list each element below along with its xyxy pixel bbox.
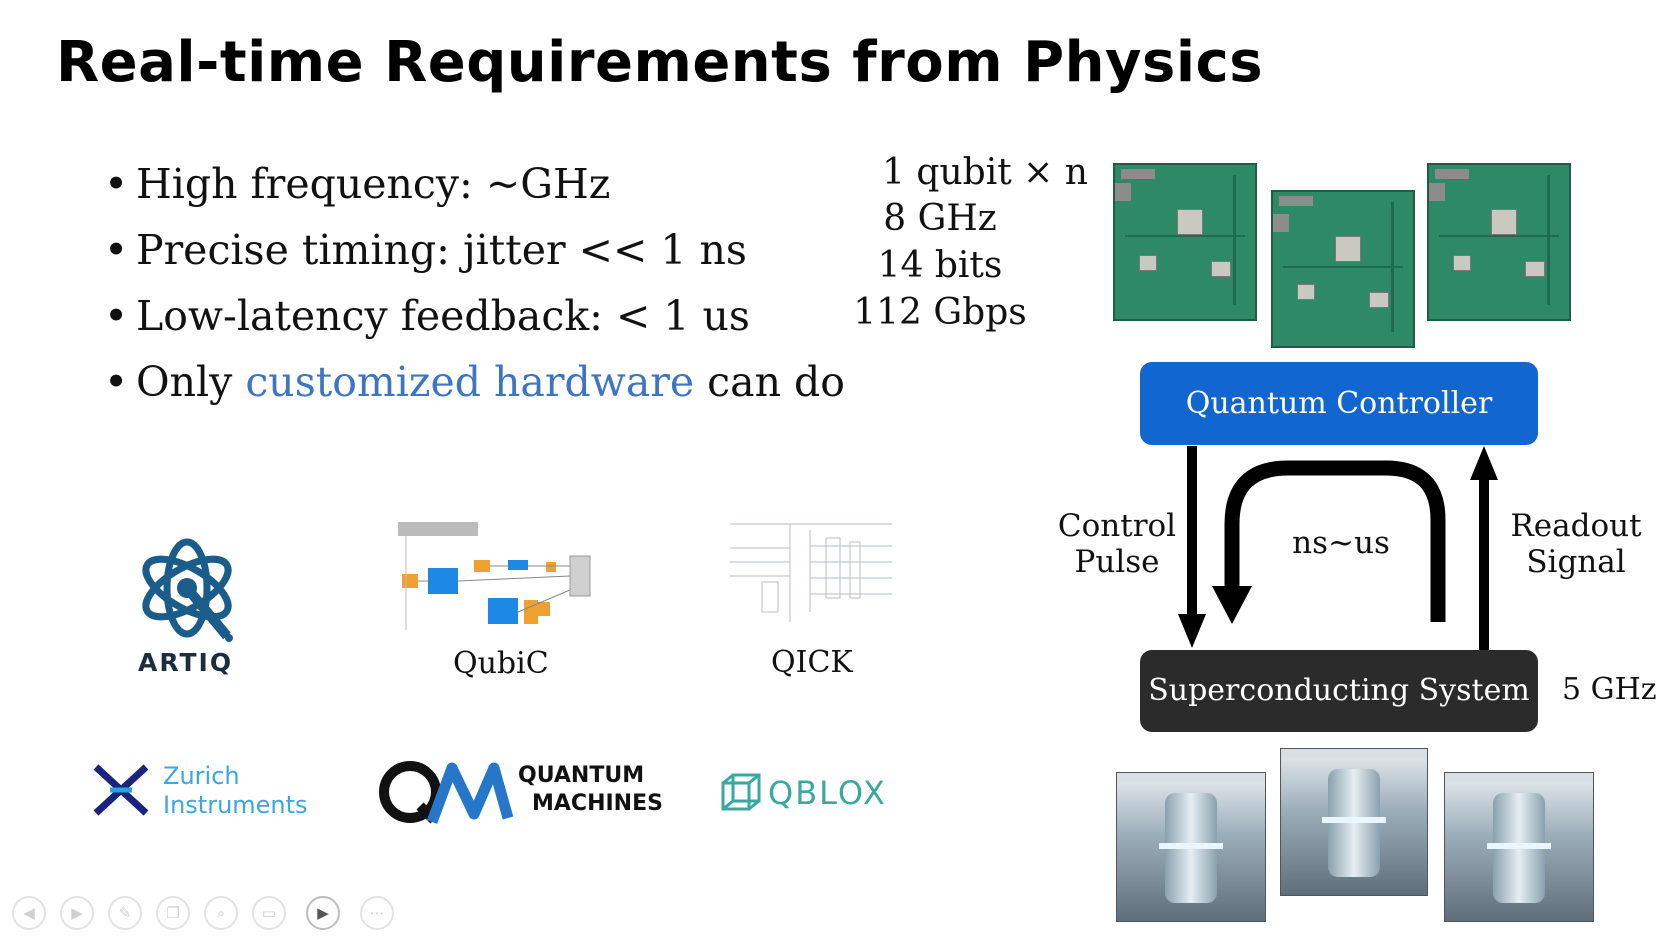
quantum-machines-label: QUANTUM MACHINES (518, 762, 663, 818)
artiq-logo (142, 538, 233, 642)
spec-qubits: 1 qubit × n (882, 152, 1088, 193)
bullet-text: Low-latency feedback: < 1 us (136, 292, 750, 340)
bullet-dot: • (104, 358, 129, 406)
system-frequency-label: 5 GHz (1562, 672, 1657, 707)
feedback-loop-arrow (1224, 460, 1446, 622)
more-icon[interactable]: ⋯ (360, 896, 394, 930)
bullet-item: •Only customized hardware can do (104, 358, 845, 406)
spec-bandwidth: 112 Gbps (853, 292, 1027, 333)
readout-signal-arrowhead (1470, 446, 1498, 480)
fpga-board-image (1427, 163, 1571, 321)
qblox-logo (721, 773, 761, 811)
zurich-line2: Instruments (163, 791, 308, 819)
zurich-instruments-label: Zurich Instruments (163, 762, 308, 820)
quantum-controller-box: Quantum Controller (1140, 362, 1538, 445)
pen-icon[interactable]: ✎ (108, 896, 142, 930)
artiq-label: ARTIQ (138, 648, 234, 677)
bullet-dot: • (104, 292, 129, 340)
qick-label: QICK (771, 645, 853, 680)
feedback-loop-arrowhead (1212, 586, 1252, 624)
camera-icon[interactable]: ▶ (306, 896, 340, 930)
qubic-diagram (398, 522, 591, 630)
next-icon[interactable]: ▶ (60, 896, 94, 930)
control-pulse-line1: Control (1057, 508, 1177, 544)
bullet-item: •High frequency: ~GHz (104, 160, 610, 208)
fpga-board-image (1271, 190, 1415, 348)
quantum-computer-image (1444, 772, 1594, 922)
subtitles-icon[interactable]: ▭ (252, 896, 286, 930)
copy-icon[interactable]: ❐ (156, 896, 190, 930)
readout-signal-line2: Signal (1526, 544, 1626, 580)
spec-frequency: 8 GHz (883, 198, 997, 239)
readout-signal-label: Readout Signal (1506, 508, 1646, 580)
bullet-dot: • (104, 226, 129, 274)
zurich-line1: Zurich (163, 762, 240, 790)
bullet-text: High frequency: ~GHz (136, 160, 611, 208)
bullet-text-prefix: Only (136, 358, 246, 406)
superconducting-system-box: Superconducting System (1140, 650, 1538, 732)
qm-line2: MACHINES (532, 791, 663, 816)
bullet-text: Precise timing: jitter << 1 ns (136, 226, 747, 274)
qubic-label: QubiC (453, 646, 549, 681)
qm-line1: QUANTUM (518, 763, 645, 788)
spec-bits: 14 bits (877, 245, 1003, 286)
readout-signal-line1: Readout (1510, 508, 1642, 544)
bullet-highlight: customized hardware (245, 358, 695, 406)
qblox-label: QBLOX (768, 774, 887, 812)
loop-latency-label: ns~us (1292, 525, 1390, 561)
bullet-item: •Precise timing: jitter << 1 ns (104, 226, 747, 274)
control-pulse-arrowhead (1178, 614, 1206, 648)
quantum-machines-logo (379, 761, 514, 824)
bullet-dot: • (104, 160, 129, 208)
prev-icon[interactable]: ◀ (12, 896, 46, 930)
control-pulse-line2: Pulse (1074, 544, 1160, 580)
quantum-computer-image (1116, 772, 1266, 922)
fpga-board-image (1113, 163, 1257, 321)
quantum-computer-image (1280, 748, 1428, 896)
feedback-arrows (1178, 446, 1498, 650)
zoom-icon[interactable]: ⌕ (204, 896, 238, 930)
bullet-text-suffix: can do (694, 358, 845, 406)
slide-title: Real-time Requirements from Physics (56, 30, 1264, 95)
control-pulse-label: Control Pulse (1052, 508, 1182, 580)
qick-diagram (730, 523, 892, 622)
zurich-instruments-logo (93, 764, 149, 816)
bullet-item: •Low-latency feedback: < 1 us (104, 292, 750, 340)
